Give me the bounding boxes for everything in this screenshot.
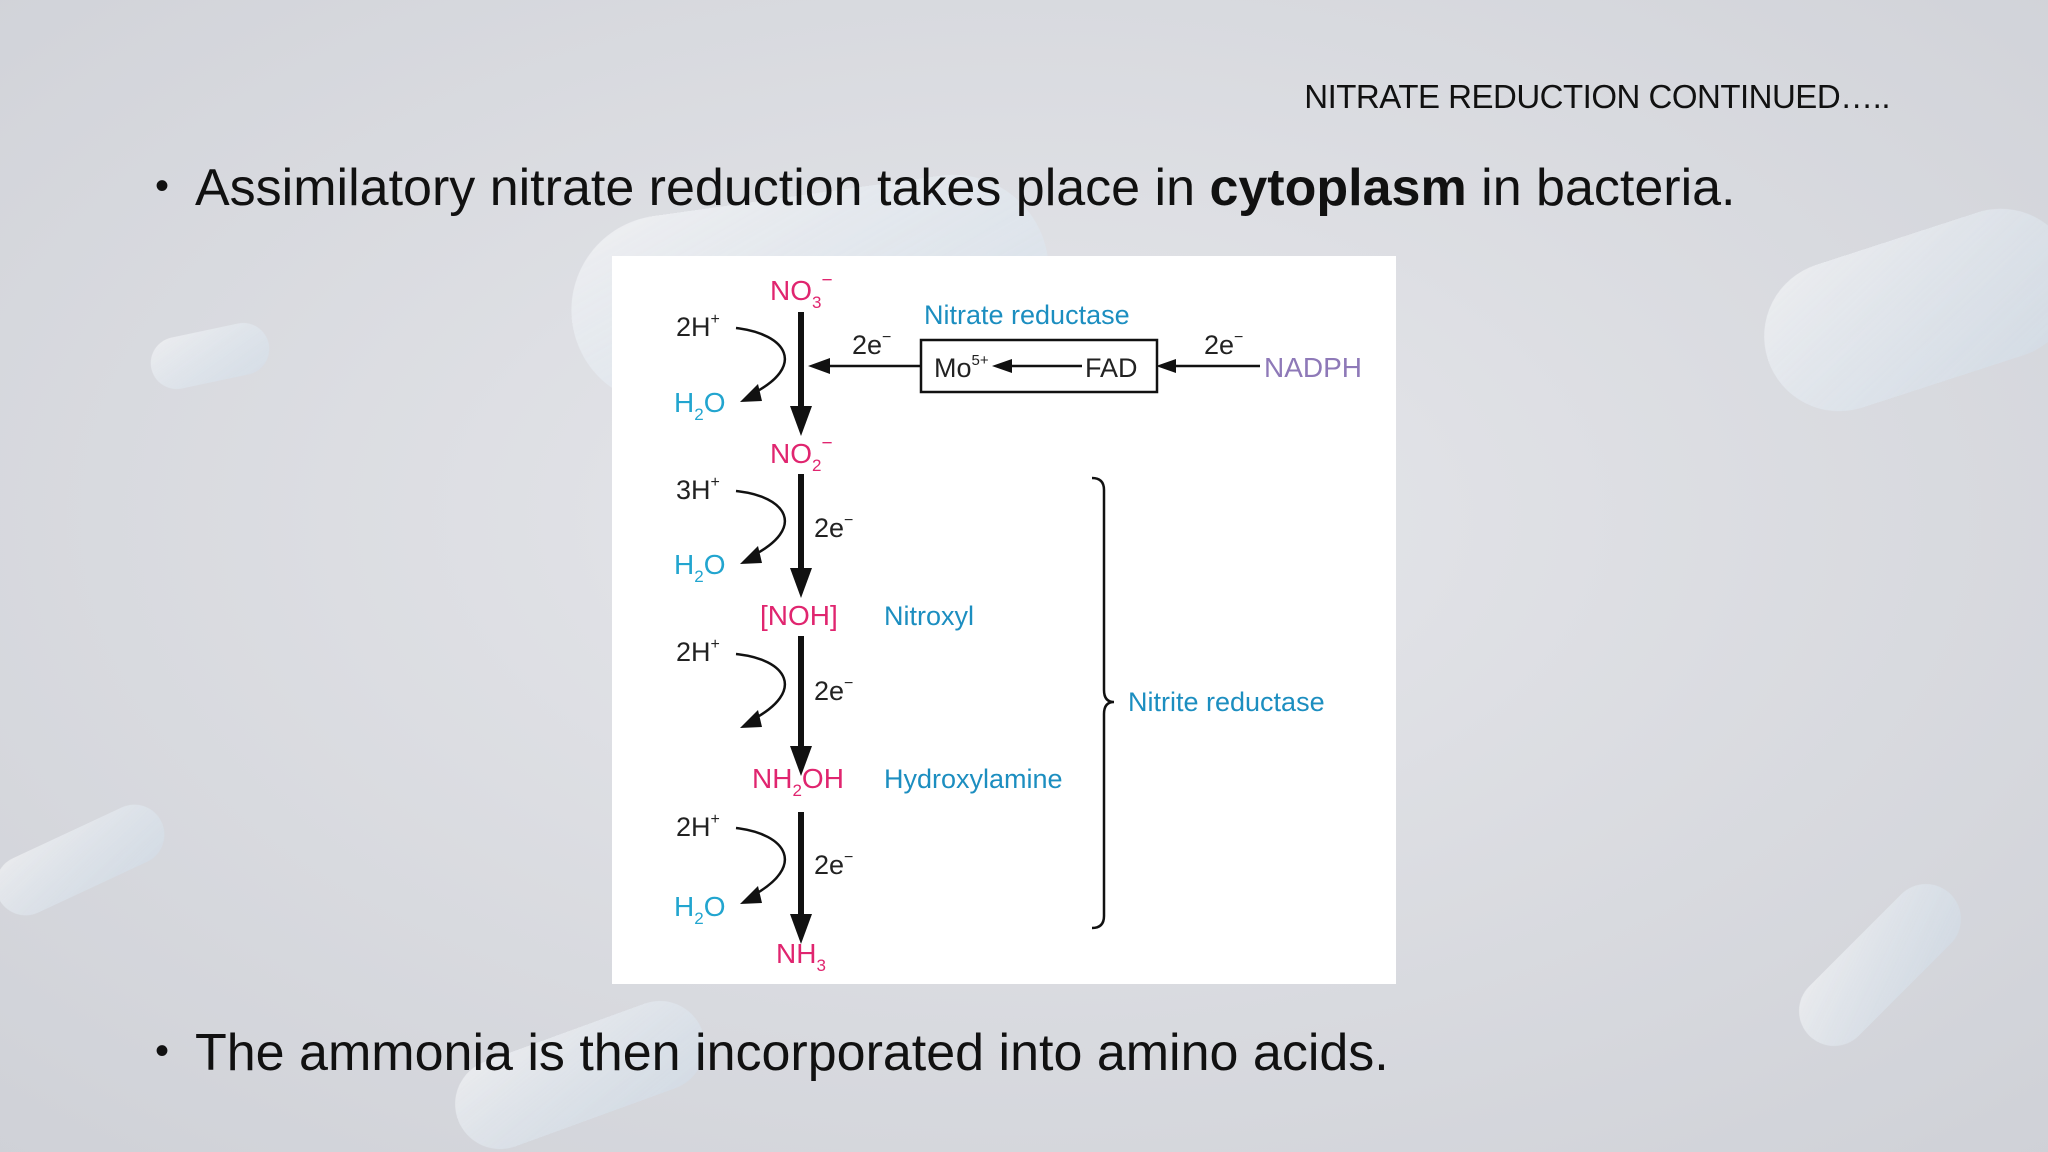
proton-input-1: 2H+ — [676, 311, 720, 342]
species-hydroxylamine: NH2OH — [752, 763, 844, 800]
bullet-2-text: The ammonia is then incorporated into am… — [195, 1024, 1389, 1082]
nadph-donor: NADPH — [1264, 352, 1362, 383]
nitrate-reductase-box — [919, 338, 1159, 394]
water-output-1: H2O — [674, 387, 725, 424]
bullet-point-2: • The ammonia is then incorporated into a… — [155, 1023, 1389, 1083]
electron-label-4: 2e− — [814, 849, 853, 880]
nitrite-reductase-label: Nitrite reductase — [1128, 687, 1325, 717]
nitroxyl-label: Nitroxyl — [884, 601, 974, 631]
electron-label-1: 2e− — [852, 329, 891, 360]
proton-input-3: 2H+ — [676, 636, 720, 667]
bullet-1-text-start: Assimilatory nitrate reduction takes pla… — [195, 159, 1210, 217]
electron-label-3: 2e− — [814, 675, 853, 706]
fad-cofactor: FAD — [1085, 353, 1138, 383]
species-ammonia: NH3 — [776, 938, 826, 975]
water-output-3: H2O — [674, 891, 725, 928]
bullet-dot: • — [155, 164, 170, 208]
proton-water-arcs — [735, 326, 786, 898]
reaction-arrows — [790, 312, 812, 944]
electron-transfer-arrows — [808, 358, 1260, 374]
bullet-1-text-end: in bacteria. — [1466, 159, 1736, 217]
hydroxylamine-label: Hydroxylamine — [884, 764, 1063, 794]
species-nitrite: NO2− — [770, 433, 833, 475]
nitrate-reduction-diagram: NO3− NO2− [NOH] NH2OH NH3 2H+ 3H+ 2H+ 2H… — [612, 256, 1396, 984]
species-nitroxyl: [NOH] — [760, 600, 838, 631]
species-nitrate: NO3− — [770, 270, 833, 312]
electron-label-nadph: 2e− — [1204, 329, 1243, 360]
nitrite-reductase-bracket — [1091, 476, 1115, 930]
bullet-dot: • — [155, 1029, 170, 1073]
molybdenum-cofactor: Mo5+ — [934, 352, 989, 383]
arc-arrowheads — [740, 384, 762, 904]
proton-input-4: 2H+ — [676, 811, 720, 842]
water-output-2: H2O — [674, 549, 725, 586]
slide-title: NITRATE REDUCTION CONTINUED….. — [1304, 78, 1890, 115]
proton-input-2: 3H+ — [676, 474, 720, 505]
nitrate-reductase-label: Nitrate reductase — [924, 300, 1130, 330]
bullet-point-1: • Assimilatory nitrate reduction takes pl… — [155, 158, 1736, 218]
electron-label-2: 2e− — [814, 512, 853, 543]
bullet-1-bold-term: cytoplasm — [1209, 159, 1467, 217]
